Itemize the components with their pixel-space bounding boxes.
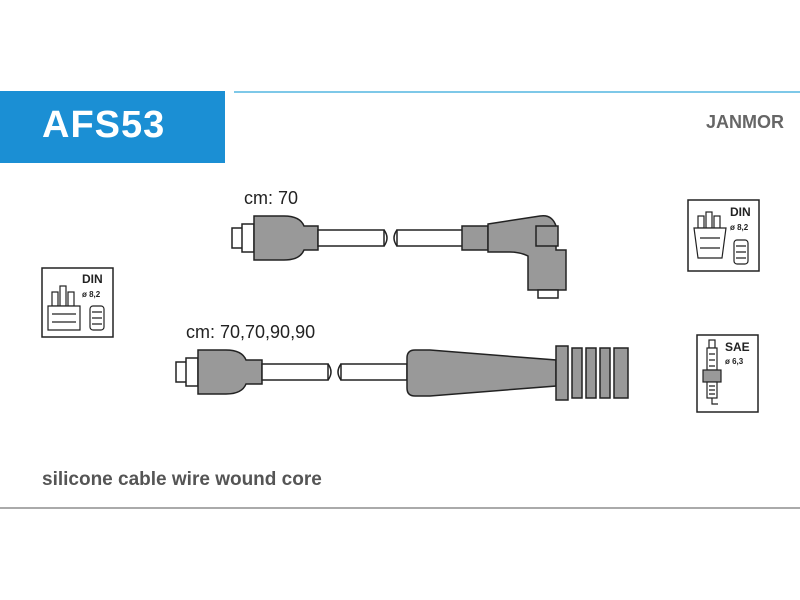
cable-2-boot-left [197,349,263,395]
terminal-icon [733,239,749,265]
product-code-box [0,91,225,163]
cable-2-ring-left [185,357,199,387]
cable-1-break-right [393,229,398,247]
cable-1-terminal-right [537,289,559,299]
badge-din-right-size: ø 8,2 [730,223,749,232]
distributor-icon [693,211,727,259]
cable-2-break-right [337,363,342,381]
footer-divider [0,507,800,509]
cable-description: silicone cable wire wound core [42,469,322,490]
header-divider [234,91,800,93]
cable-2-boot-rib-1 [555,345,569,401]
terminal-icon [89,305,105,331]
cable-2-straight-boot [406,349,557,397]
brand-name: JANMOR [705,112,784,132]
cable-1-break-left [383,229,388,247]
product-code: AFS53 [42,104,166,146]
cable-1-wire-left [317,229,385,247]
badge-din-left-standard: DIN [82,272,103,286]
cable-1-wire-right [396,229,464,247]
cable-2-boot-rib-3 [585,347,597,399]
badge-din-left: DIN ø 8,2 [41,267,114,338]
badge-din-right: DIN ø 8,2 [687,199,760,272]
cable-2 [175,345,629,401]
cable-2-length-label: cm: 70,70,90,90 [186,322,316,342]
cable-2-boot-rib-5 [613,347,629,399]
cable-2-wire-right [340,363,408,381]
cable-2-wire-left [261,363,329,381]
badge-sae: SAE ø 6,3 [696,334,759,413]
badge-sae-standard: SAE [725,340,750,354]
cable-1-length-label: cm: 70 [244,188,299,208]
badge-sae-size: ø 6,3 [725,357,744,366]
cable-1 [231,214,567,299]
spark-plug-icon [702,339,722,405]
coil-icon [47,285,81,331]
badge-din-right-standard: DIN [730,205,751,219]
badge-din-left-size: ø 8,2 [82,290,101,299]
cable-1-boot-left [253,215,319,261]
cable-2-break-left [327,363,332,381]
cable-1-boot-collar [461,225,489,251]
cable-1-boot-cap [535,225,559,247]
cable-1-ring-left [241,223,255,253]
cable-2-boot-rib-2 [571,347,583,399]
cable-2-boot-rib-4 [599,347,611,399]
